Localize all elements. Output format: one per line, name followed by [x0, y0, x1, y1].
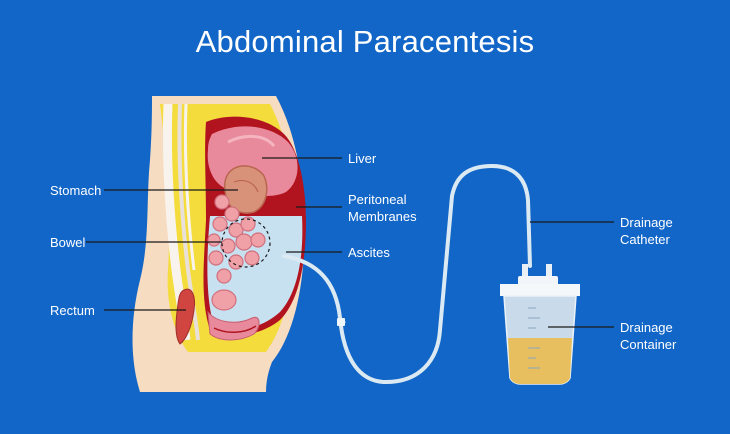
label-catheter-line1: Drainage: [620, 215, 673, 230]
drainage-container-graphic: [500, 264, 580, 385]
label-liver: Liver: [348, 151, 377, 166]
leader-lines: [86, 157, 614, 328]
drainage-tube: [282, 163, 532, 385]
diagram-title: Abdominal Paracentesis: [195, 24, 535, 59]
tube-connector: [337, 318, 345, 326]
label-peritoneal-line2: Membranes: [348, 209, 417, 224]
label-rectum: Rectum: [50, 303, 95, 318]
label-container-line1: Drainage: [620, 320, 673, 335]
pelvic-organs: [207, 289, 260, 341]
label-ascites: Ascites: [348, 245, 390, 260]
bowel-loops: [207, 194, 266, 284]
label-bowel: Bowel: [50, 235, 86, 250]
liver-highlight: [227, 135, 276, 148]
stomach-fold: [233, 179, 259, 193]
bowel-highlight-circle: [221, 218, 271, 268]
label-catheter-line2: Catheter: [620, 232, 670, 247]
label-stomach: Stomach: [50, 183, 102, 198]
label-peritoneal-line1: Peritoneal: [348, 192, 407, 207]
stomach: [223, 165, 268, 214]
rectum: [175, 288, 195, 345]
label-container-line2: Container: [620, 337, 677, 352]
